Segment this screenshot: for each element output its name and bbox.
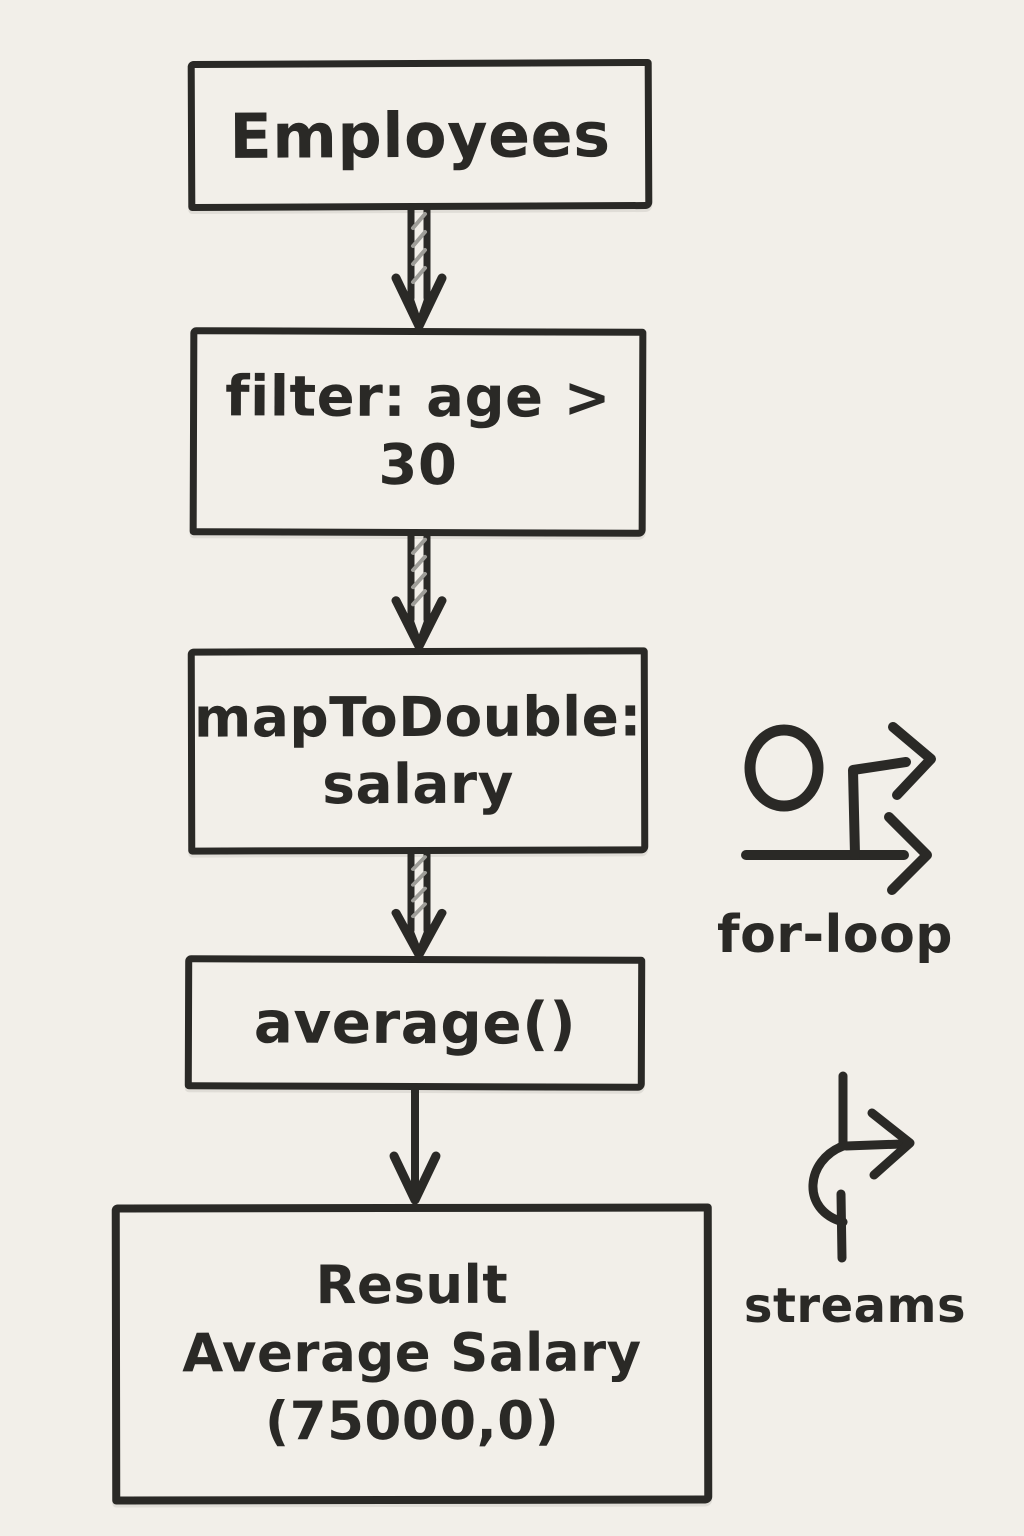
flow-arrow-average-to-result-icon (389, 1086, 441, 1205)
node-average-label: average() (253, 988, 577, 1058)
node-filter-age: filter: age > 30 (189, 327, 647, 537)
flow-arrow-map-to-average-icon (391, 850, 447, 959)
node-map-to-double: mapToDouble: salary (187, 647, 649, 855)
flow-arrow-filter-to-map-icon (391, 532, 447, 651)
node-employees: Employees (187, 58, 653, 212)
node-result-label-line3: (75000,0) (264, 1390, 560, 1453)
node-result-label-line1: Result (315, 1255, 509, 1317)
node-average: average() (184, 955, 646, 1091)
node-result: Result Average Salary (75000,0) (111, 1203, 713, 1505)
node-filter-label-line1: filter: age > (225, 364, 612, 431)
node-map-label-line1: mapToDouble: (193, 684, 642, 750)
node-filter-label-line2: 30 (378, 432, 458, 499)
node-employees-label: Employees (229, 97, 611, 173)
node-result-label-line2: Average Salary (182, 1322, 642, 1385)
for-loop-icon (741, 722, 936, 895)
node-map-label-line2: salary (322, 751, 515, 817)
flow-arrow-employees-to-filter-icon (391, 206, 447, 331)
streams-label: streams (743, 1278, 967, 1334)
streams-icon (808, 1071, 915, 1263)
for-loop-label: for-loop (716, 905, 954, 965)
